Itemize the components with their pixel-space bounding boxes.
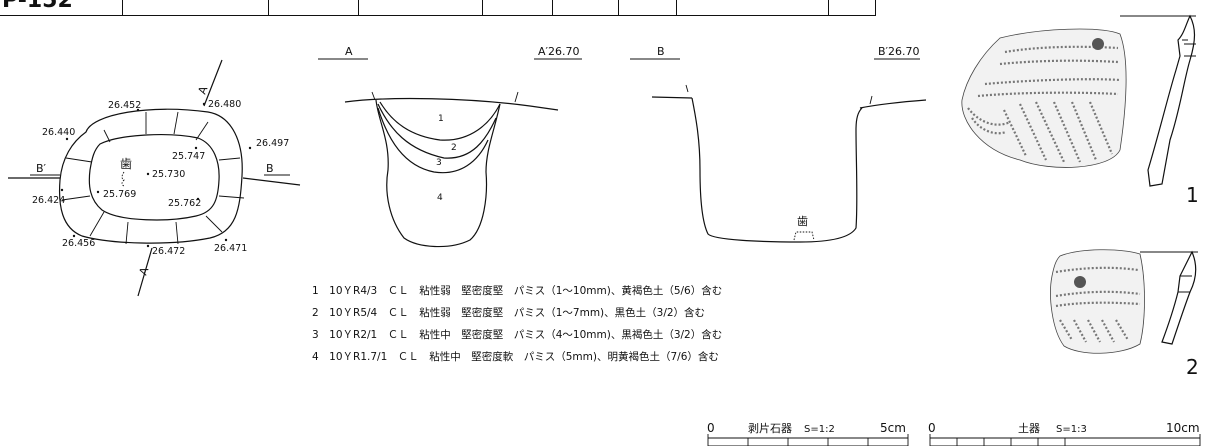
- plan-label-a-prime: A: [196, 84, 211, 96]
- section-b-tooth-label: 歯: [797, 215, 808, 228]
- scale-pottery-ratio: S=1:3: [1056, 424, 1087, 435]
- elevation-label: 25.747: [172, 151, 205, 162]
- artifact-1-drawing: [961, 14, 1196, 187]
- section-a-left-label: A: [345, 45, 353, 58]
- elevation-label: 26.471: [214, 243, 247, 254]
- scale-stone-ratio: S=1:2: [804, 424, 835, 435]
- pit-number-label: P-152: [2, 0, 73, 13]
- elevation-label: 26.472: [152, 246, 185, 257]
- elevation-label: 26.497: [256, 138, 289, 149]
- section-line-b-right: [242, 177, 301, 186]
- layer-number: 4: [437, 193, 443, 203]
- scale-stone-end: 5cm: [880, 421, 906, 435]
- section-b-edge-tick: [685, 84, 689, 93]
- scale-bar-stone: 0 剥片石器 S=1:2 5cm: [707, 421, 909, 446]
- sherd-2-profile-detail: [1178, 275, 1192, 293]
- layer-number: 1: [438, 114, 444, 124]
- section-b-tooth-mark: [793, 231, 815, 241]
- section-a-pit-outline: [375, 99, 501, 248]
- header-cell: [618, 0, 677, 15]
- scale-pottery-end: 10cm: [1166, 421, 1200, 435]
- scale-bar-pottery: 0 土器 S=1:3 10cm: [928, 421, 1201, 446]
- elevation-label: 25.769: [103, 189, 136, 200]
- header-cell: [268, 0, 359, 15]
- section-b-edge-tick: [869, 95, 873, 105]
- section-b-pit-outline: [691, 97, 863, 243]
- section-b-right-label: B′26.70: [878, 45, 920, 58]
- section-line-a-bottom: [137, 247, 153, 297]
- pit-plan: B′ B A A 歯 26.452 26.480 26.440 26.497 2: [8, 59, 301, 297]
- legend-row: 3 10ＹR2/1 ＣＬ 粘性中 堅密度堅 パミス（4～10mm)、黒褐色土（3…: [312, 329, 723, 341]
- elevation-label: 26.456: [62, 238, 95, 249]
- elevation-label: 26.480: [208, 99, 241, 110]
- elevation-label: 25.762: [168, 198, 201, 209]
- section-b-ground-right: [859, 99, 927, 109]
- section-a-edge-tick: [371, 91, 376, 101]
- section-a: A A′26.70 1 2 3 4: [318, 45, 582, 248]
- section-a-edge-tick: [514, 91, 519, 103]
- sherd-2-dark-spot: [1074, 276, 1086, 288]
- sherd-1-dark-spot: [1092, 38, 1104, 50]
- section-b-left-label: B: [657, 45, 665, 58]
- sherd-2-pattern: [1055, 266, 1141, 343]
- scale-pottery-label: 土器: [1018, 422, 1040, 435]
- plan-label-b: B: [266, 162, 274, 175]
- header-cell: [828, 0, 876, 15]
- elevation-label: 26.424: [32, 195, 65, 206]
- section-a-right-label: A′26.70: [538, 45, 580, 58]
- header-table-fragment: P-152: [0, 0, 876, 16]
- plan-tooth-mark: [121, 171, 125, 187]
- layer-number: 3: [436, 158, 442, 168]
- header-cell: [0, 0, 123, 15]
- soil-layer-legend: 1 10ＹR4/3 ＣＬ 粘性弱 堅密度堅 パミス（1～10mm)、黄褐色土（5…: [312, 280, 722, 368]
- section-a-layer3-boundary: [377, 107, 489, 174]
- section-b: B B′26.70 歯: [630, 45, 927, 243]
- header-cell: [552, 0, 619, 15]
- layer-number: 2: [451, 143, 457, 153]
- plan-hachures: [61, 111, 245, 245]
- plan-tooth-label: 歯: [120, 157, 132, 171]
- legend-row: 4 10ＹR1.7/1 ＣＬ 粘性中 堅密度軟 パミス（5mm)、明黄褐色土（7…: [312, 351, 719, 363]
- scale-pottery-zero: 0: [928, 421, 936, 435]
- elevation-label: 26.440: [42, 127, 75, 138]
- header-cell: [122, 0, 269, 15]
- legend-row: 1 10ＹR4/3 ＣＬ 粘性弱 堅密度堅 パミス（1～10mm)、黄褐色土（5…: [312, 285, 723, 297]
- sherd-1-surface: [961, 28, 1127, 168]
- header-cell: [676, 0, 829, 15]
- plan-inner-outline: [88, 134, 220, 221]
- section-b-ground-left: [651, 96, 693, 99]
- elevation-points: [60, 102, 252, 248]
- header-cell: [358, 0, 483, 15]
- plan-label-b-prime: B′: [36, 162, 47, 175]
- elevation-labels: 26.452 26.480 26.440 26.497 25.747 25.73…: [32, 99, 289, 257]
- elevation-label: 25.730: [152, 169, 185, 180]
- figure-number-2: 2: [1186, 355, 1199, 379]
- section-a-layer2-boundary: [377, 103, 497, 159]
- figure-number-1: 1: [1186, 183, 1199, 207]
- sherd-1-pattern: [967, 45, 1121, 163]
- scale-stone-zero: 0: [707, 421, 715, 435]
- sherd-1-profile-detail: [1182, 39, 1196, 57]
- legend-row: 2 10ＹR5/4 ＣＬ 粘性弱 堅密度堅 パミス（1～7mm)、黒色土（3/2…: [312, 307, 706, 319]
- sherd-1-profile: [1147, 14, 1196, 187]
- plan-label-a: A: [137, 265, 152, 277]
- artifact-2-drawing: [1050, 249, 1198, 354]
- elevation-label: 26.452: [108, 100, 141, 111]
- section-a-layer1-boundary: [379, 101, 501, 141]
- section-line-a-top: [203, 59, 223, 107]
- plan-outer-outline: [58, 108, 243, 244]
- section-a-ground: [344, 97, 559, 111]
- header-cell: [482, 0, 553, 15]
- sherd-2-profile: [1161, 250, 1197, 345]
- scale-stone-label: 剥片石器: [748, 422, 792, 435]
